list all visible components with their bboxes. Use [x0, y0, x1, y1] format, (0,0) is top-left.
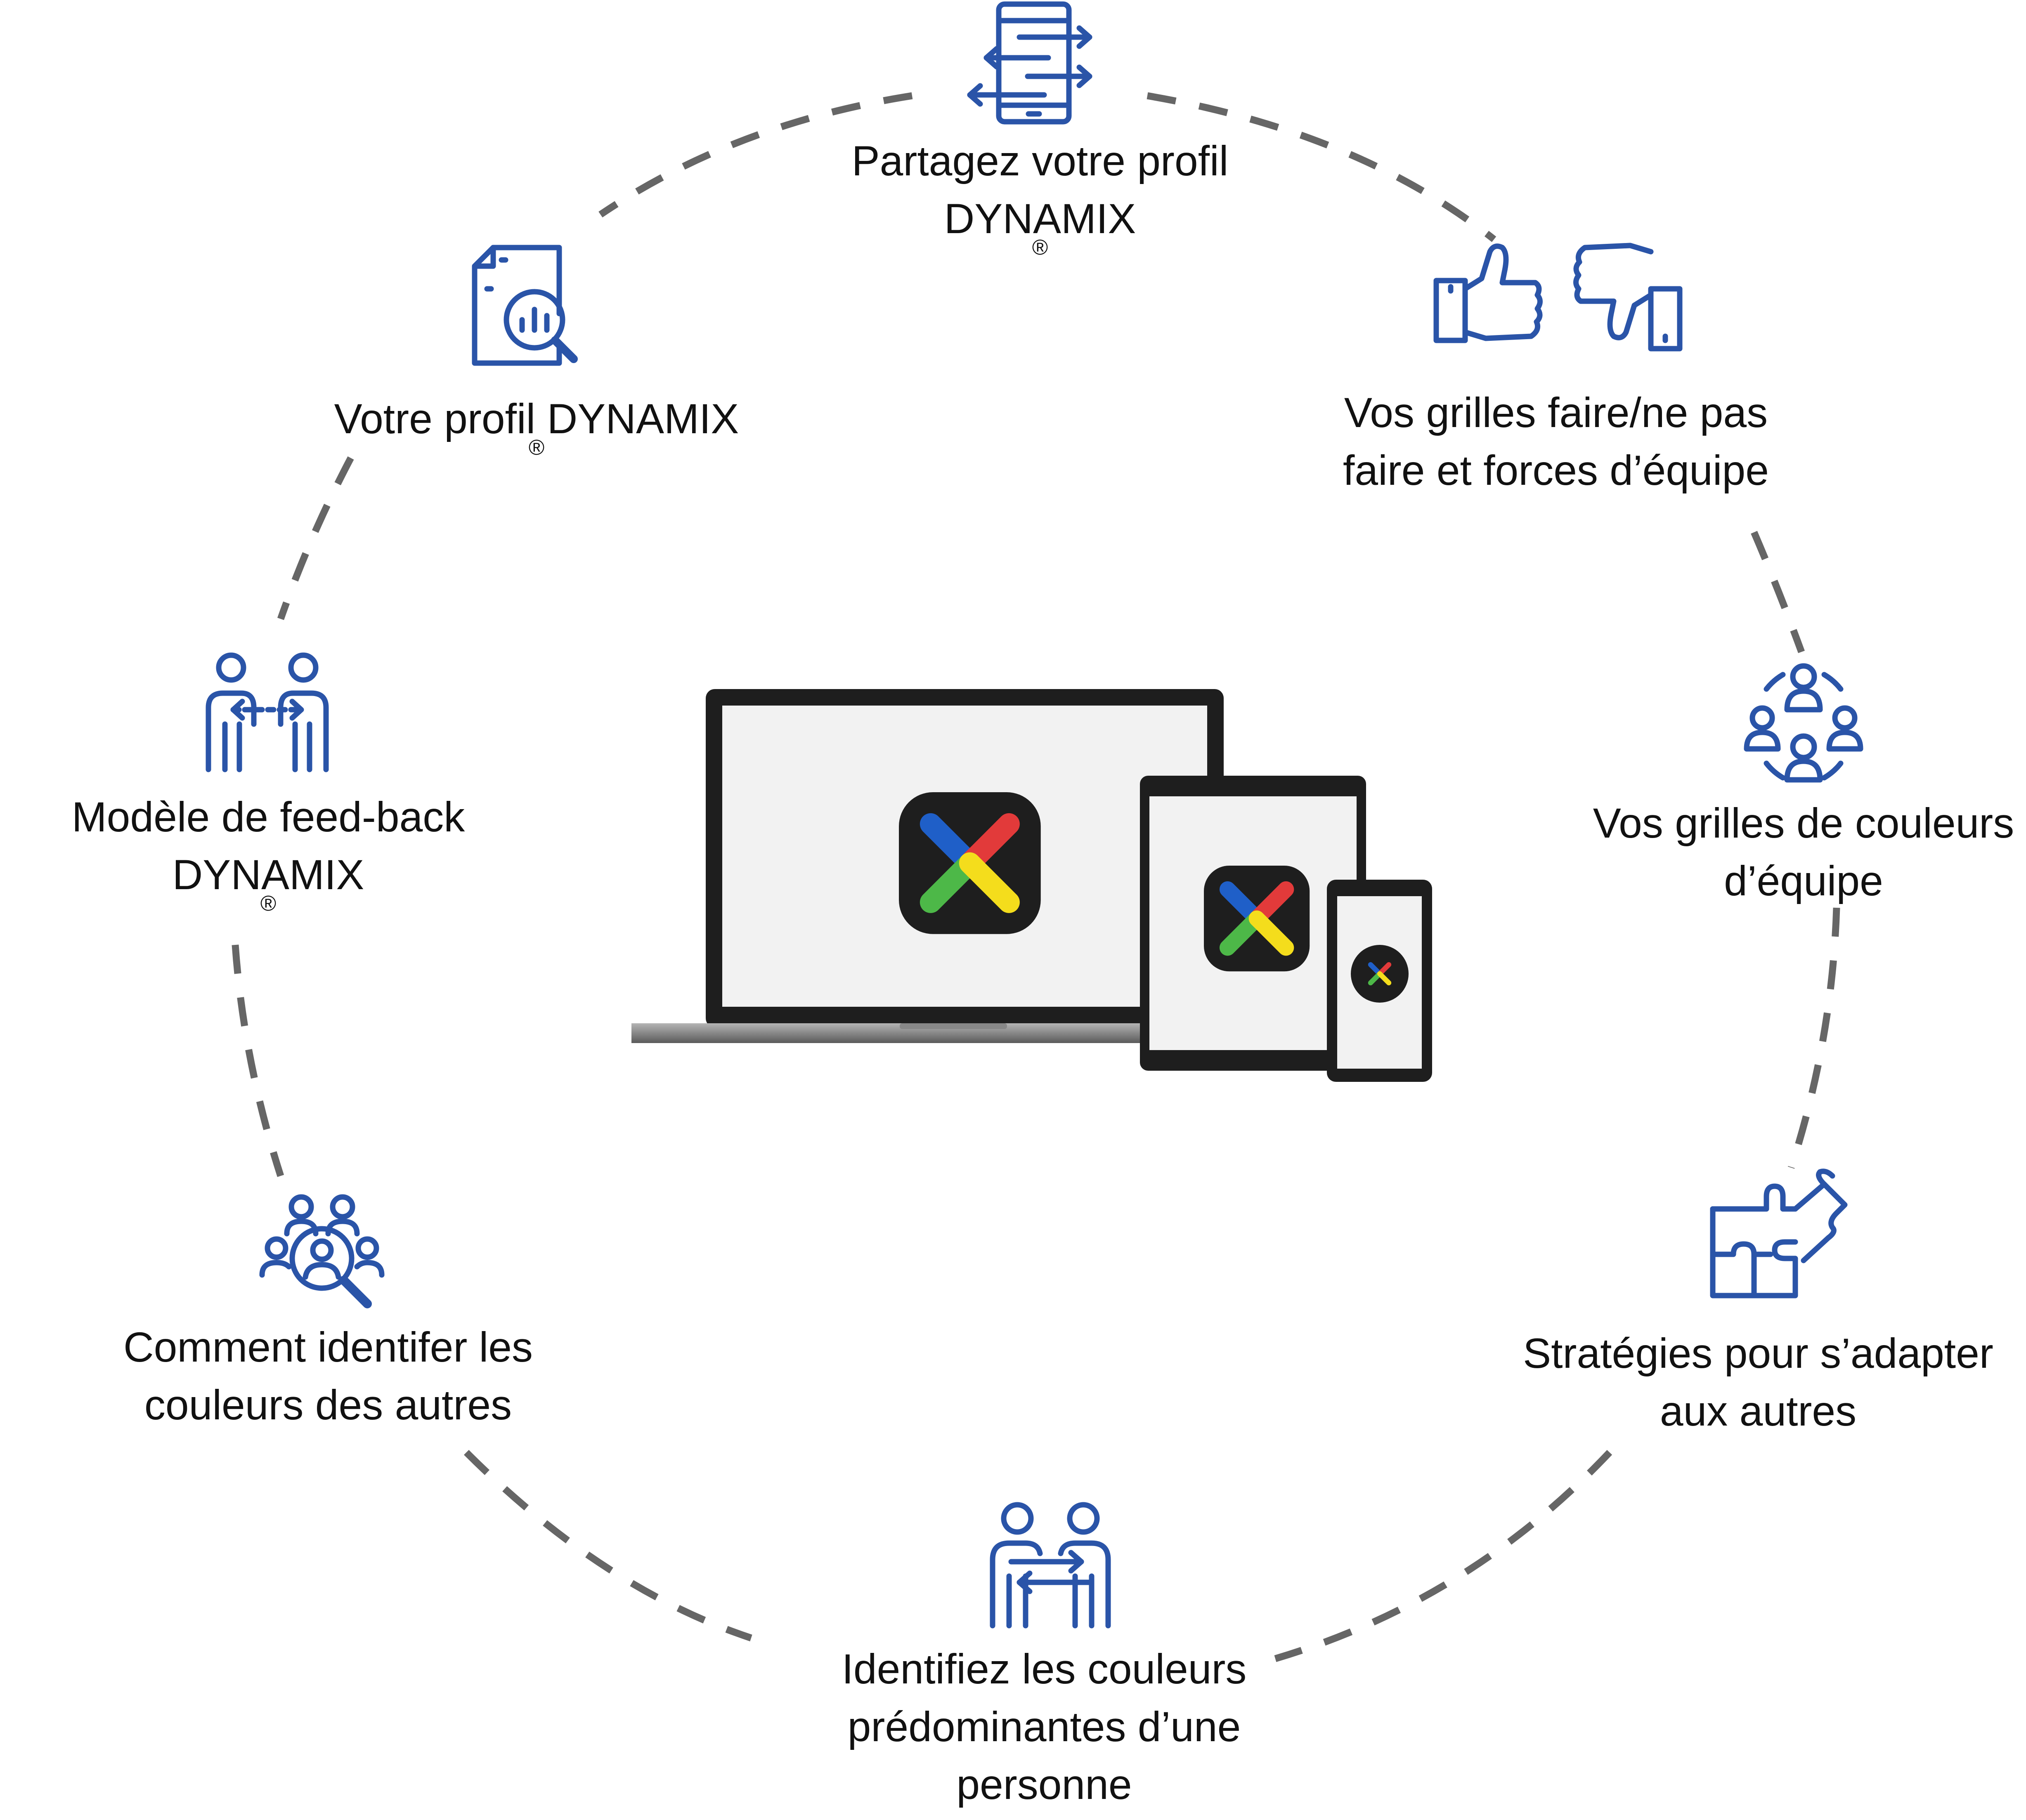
ring-arc-right-middle [1787, 907, 1840, 1169]
step-label-grids: Vos grilles faire/ne pas faire et forces… [1343, 384, 1769, 499]
feedback-people-icon [206, 652, 329, 772]
phone-device [1327, 880, 1432, 1082]
step-label-line: personne [956, 1761, 1132, 1808]
ring-arc-right-upper [1751, 531, 1805, 653]
phone-transfer-icon [967, 1, 1092, 125]
people-search-icon [259, 1194, 385, 1308]
step-label-line: Partagez votre profil [851, 137, 1229, 184]
people-exchange-icon [990, 1502, 1111, 1629]
step-label-line: Vos grilles de couleurs [1593, 800, 2014, 847]
step-label-line: Stratégies pour s’adapter [1523, 1330, 1993, 1377]
step-label-line: DYNAMIX [944, 195, 1136, 242]
step-label-identify: Identifiez les couleurs prédominantes d’… [842, 1640, 1247, 1813]
step-label-line: Comment identifer les [123, 1324, 533, 1371]
ring-arc-left-lower [232, 944, 284, 1177]
thumbs-up-down-icon [1433, 243, 1683, 352]
step-label-share: Partagez votre profil DYNAMIX® [851, 132, 1229, 258]
step-label-line: faire et forces d’équipe [1343, 447, 1769, 494]
laptop-logo-tile [899, 792, 1041, 934]
ring-arc-bottom-left [463, 1449, 752, 1642]
step-label-line: prédominantes d’une [847, 1703, 1241, 1750]
ring [232, 92, 1840, 1662]
step-label-line: couleurs des autres [144, 1381, 512, 1428]
ring-arc-bottom-right [1274, 1450, 1612, 1662]
laptop-device [631, 689, 1242, 1043]
team-circle-icon [1744, 663, 1863, 783]
step-label-colors: Vos grilles de couleurs d’équipe [1593, 794, 2014, 910]
step-label-profile: Votre profil DYNAMIX® [334, 395, 739, 460]
step-label-line: d’équipe [1724, 857, 1883, 904]
document-analysis-icon [472, 245, 578, 366]
step-label-line: aux autres [1660, 1388, 1857, 1435]
step-label-line: Identifiez les couleurs [842, 1645, 1247, 1693]
devices-illustration [631, 689, 1432, 1082]
puzzle-icon [1710, 1168, 1848, 1298]
ring-arc-top-right [1147, 92, 1496, 242]
step-label-strategies: Stratégies pour s’adapter aux autres [1523, 1324, 1993, 1440]
ring-arc-top-left [598, 92, 913, 218]
tablet-device [1140, 776, 1366, 1071]
step-label-line: DYNAMIX [172, 851, 364, 898]
step-label-feedback: Modèle de feed-back DYNAMIX® [71, 788, 465, 914]
step-label-line: Vos grilles faire/ne pas [1344, 389, 1768, 436]
step-label-others: Comment identifer les couleurs des autre… [123, 1318, 533, 1434]
step-label-line: Modèle de feed-back [71, 793, 465, 840]
ring-arc-left-upper [277, 456, 354, 620]
tablet-logo-tile [1204, 866, 1310, 971]
step-label-line: Votre profil DYNAMIX [334, 395, 739, 442]
